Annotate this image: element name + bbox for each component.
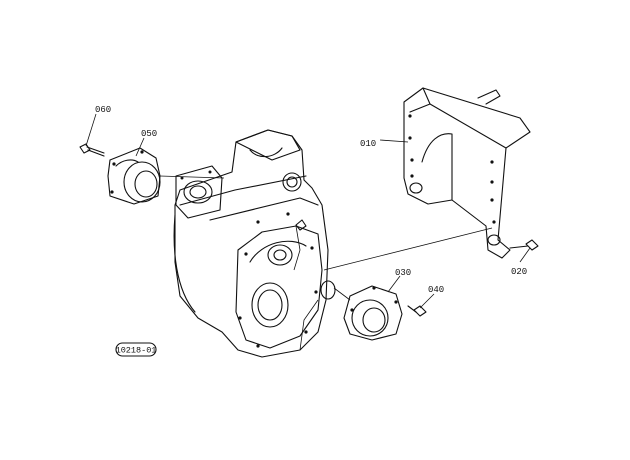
label-030: 030: [395, 268, 411, 278]
seal-ring: [320, 280, 336, 300]
part-020-bolt: [509, 239, 539, 251]
label-020: 020: [511, 267, 527, 277]
leader-lines: [85, 113, 531, 309]
label-040: 040: [428, 285, 444, 295]
label-050: 050: [141, 129, 157, 139]
diagram-code-tag: 10218-01: [115, 342, 157, 357]
part-050-bearing-cover: [107, 147, 161, 205]
part-010-bracket: [403, 87, 531, 259]
part-040-bolt: [407, 305, 427, 317]
label-060: 060: [95, 105, 111, 115]
transmission-case: [173, 129, 329, 358]
label-010: 010: [360, 139, 376, 149]
part-030-bearing-cover: [343, 285, 403, 341]
diagram-code: 10218-01: [116, 346, 157, 356]
part-060-bolt: [79, 143, 105, 157]
assembly-lines: [159, 175, 493, 301]
